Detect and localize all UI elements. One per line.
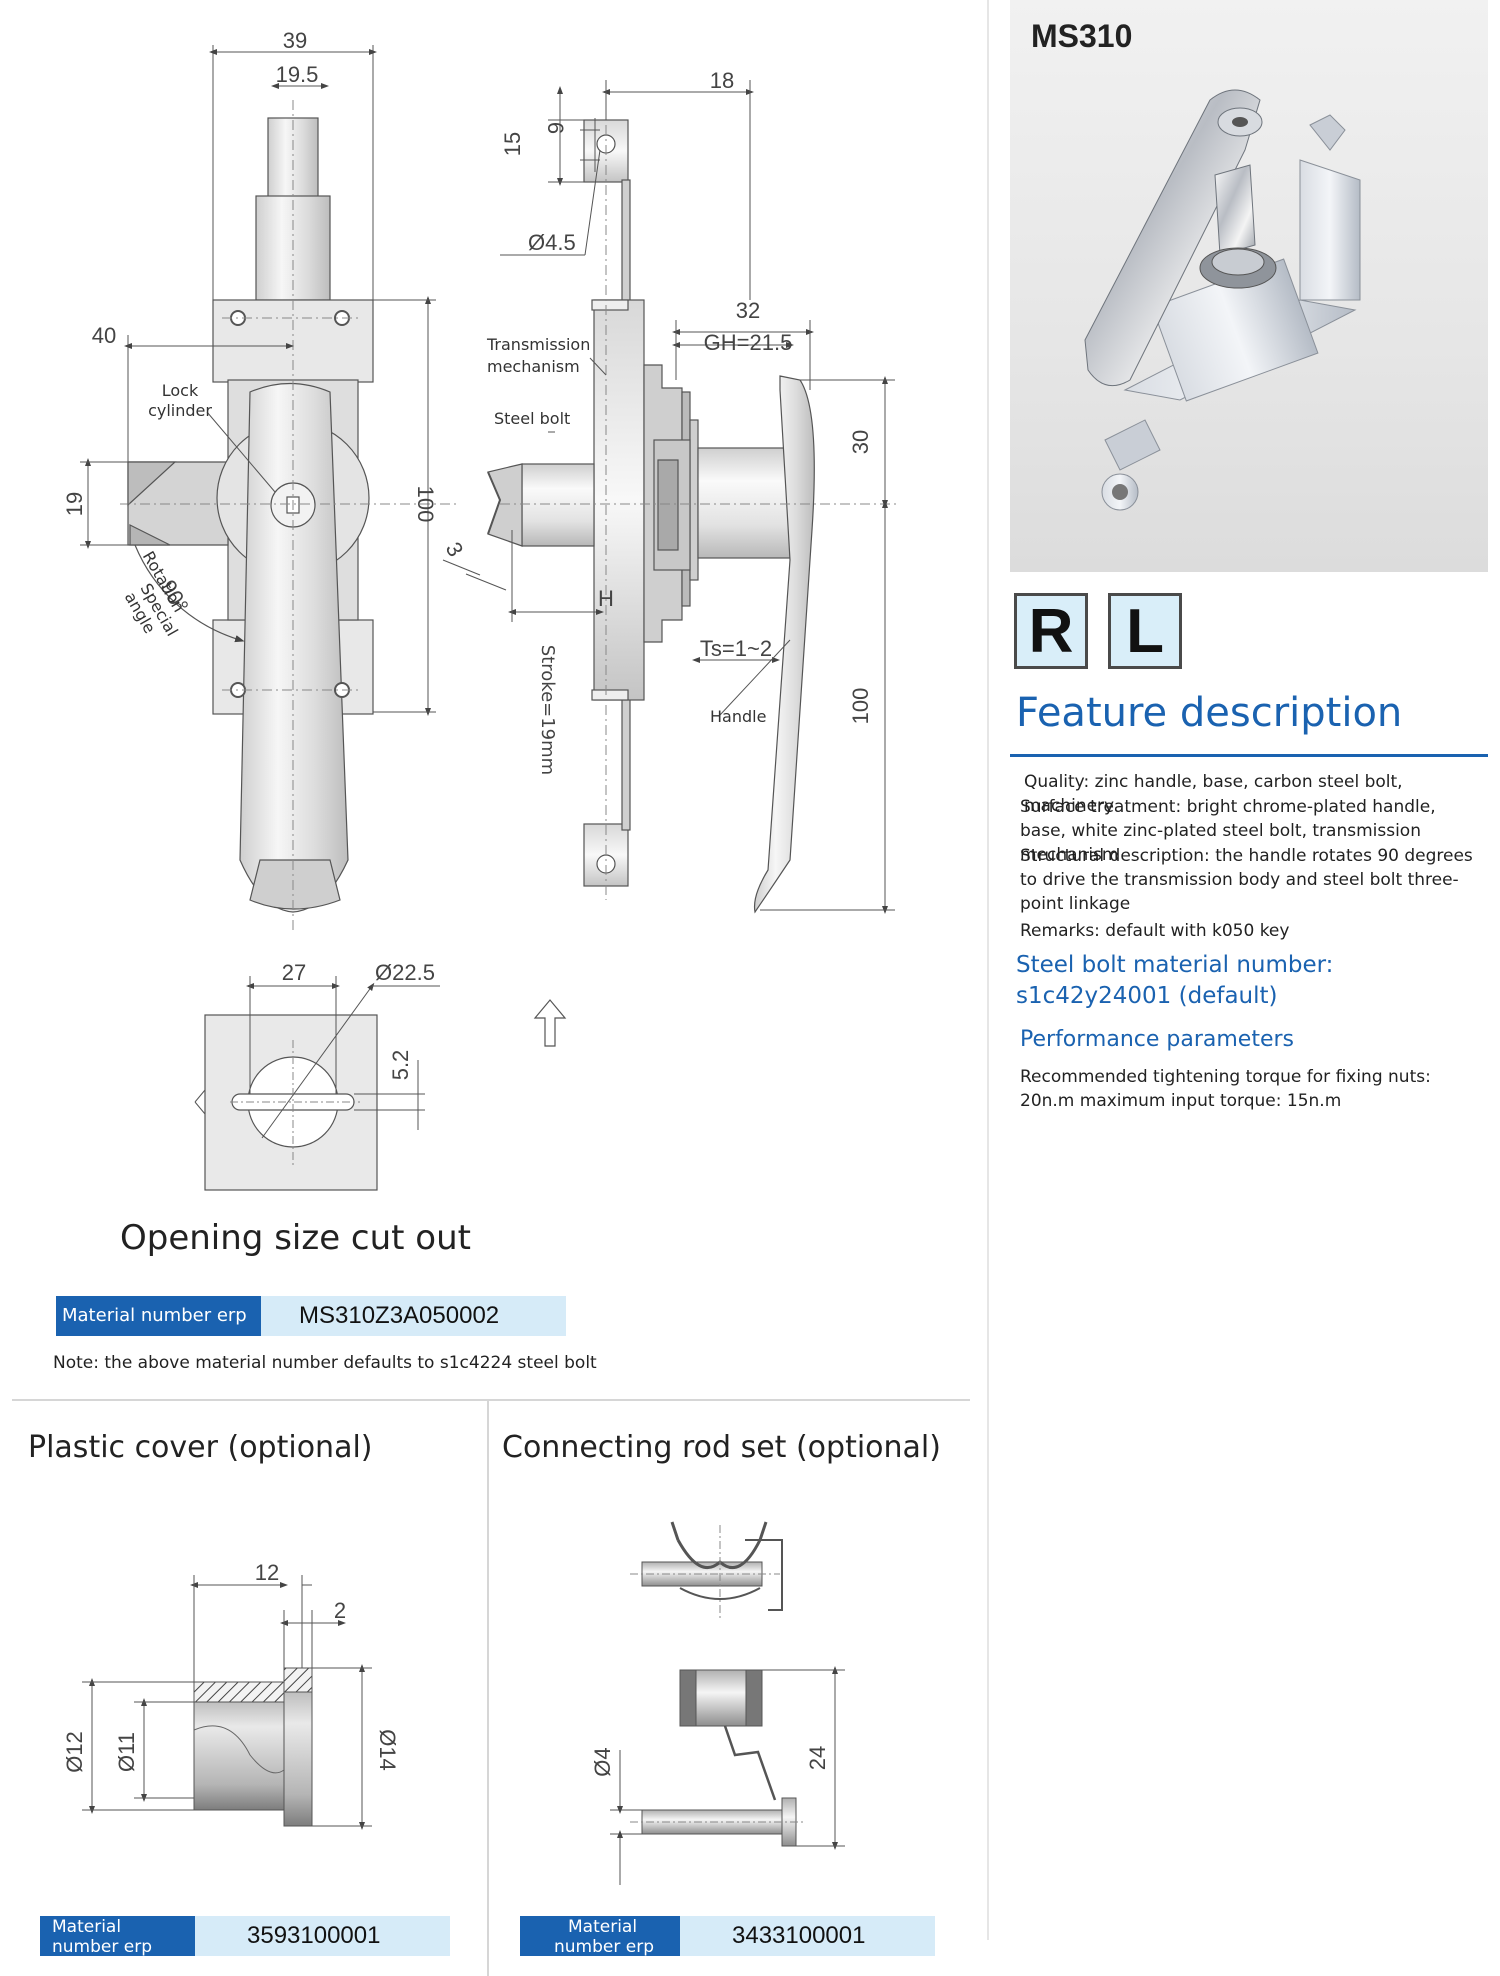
- plastic-erp-label-line2: number erp: [52, 1937, 152, 1957]
- label-mechanism: mechanism: [487, 357, 580, 376]
- dim-15: 15: [500, 132, 525, 156]
- dim-18: 18: [710, 68, 734, 93]
- main-technical-drawing: 39 19.5 40 19 100 Lock cylinder 90° Spec…: [62, 28, 900, 1191]
- performance-text: Recommended tightening torque for fixing…: [1020, 1067, 1431, 1111]
- dim-100-left: 100: [413, 486, 438, 523]
- product-photo: [1010, 0, 1488, 572]
- label-steel-bolt: Steel bolt: [494, 409, 570, 428]
- plastic-erp-label-line1: Material: [52, 1917, 122, 1937]
- plastic-erp-value: 3593100001: [195, 1916, 450, 1956]
- dim-32: 32: [736, 298, 760, 323]
- rod-erp-label: Material number erp: [520, 1916, 680, 1957]
- dim-h: H: [598, 586, 614, 611]
- dim-14: Ø14: [375, 1729, 400, 1771]
- plastic-cover-drawing: 12 2 Ø12 Ø11 Ø14: [62, 1560, 400, 1830]
- label-handle: Handle: [710, 707, 766, 726]
- feature-title: Feature description: [1016, 690, 1403, 736]
- dim-ts: Ts=1~2: [700, 636, 772, 661]
- dim-gh: GH=21.5: [704, 330, 793, 355]
- variant-r-badge: R: [1014, 593, 1088, 669]
- dim-12-top: 12: [255, 1560, 279, 1585]
- dim-2: 2: [334, 1598, 346, 1623]
- feature-surface: Surface treatment: bright chrome-plated …: [1020, 797, 1436, 865]
- rod-erp-value: 3433100001: [680, 1916, 935, 1956]
- dim-6: 6: [543, 122, 568, 134]
- product-code: MS310: [1031, 18, 1133, 54]
- variant-l-badge: L: [1108, 593, 1182, 669]
- dim-100-right: 100: [848, 688, 873, 725]
- dim-27: 27: [282, 960, 306, 985]
- plastic-cover-title: Plastic cover (optional): [28, 1430, 373, 1465]
- rod-erp-label-line2: number erp: [554, 1937, 654, 1957]
- opening-size-title: Opening size cut out: [120, 1218, 471, 1258]
- dim-12-left: Ø12: [62, 1731, 87, 1773]
- front-view: [127, 117, 374, 913]
- dim-stroke: Stroke=19mm: [537, 645, 558, 775]
- dim-30: 30: [848, 430, 873, 454]
- dim-39: 39: [283, 28, 307, 53]
- feature-quality: Quality: zinc handle, base, carbon steel…: [1024, 772, 1403, 816]
- rod-set-drawing: 24 Ø4: [590, 1521, 845, 1885]
- dim-4: Ø4: [590, 1747, 615, 1776]
- right-column-divider: [987, 0, 989, 1940]
- performance-title: Performance parameters: [1020, 1027, 1295, 1052]
- rod-set-title: Connecting rod set (optional): [502, 1430, 941, 1465]
- dim-3: 3: [441, 538, 469, 561]
- label-cylinder: cylinder: [148, 401, 212, 420]
- plastic-erp-label: Material number erp: [40, 1916, 195, 1957]
- feature-structure: Structural description: the handle rotat…: [1020, 846, 1473, 914]
- label-lock: Lock: [162, 381, 199, 400]
- column-divider: [487, 1400, 489, 1976]
- dim-11: Ø11: [114, 1732, 139, 1772]
- cutout-drawing: 27 Ø22.5 5.2: [194, 960, 440, 1191]
- dim-19: 19: [62, 492, 87, 516]
- main-erp-note: Note: the above material number defaults…: [53, 1353, 597, 1373]
- dim-40: 40: [92, 323, 116, 348]
- main-erp-label: Material number erp: [56, 1296, 261, 1336]
- label-transmission: Transmission: [486, 335, 590, 354]
- dim-19-5: 19.5: [276, 62, 319, 87]
- section-divider: [12, 1399, 970, 1401]
- dim-24: 24: [805, 1746, 830, 1770]
- feature-remarks: Remarks: default with k050 key: [1020, 921, 1290, 941]
- dim-hole-4-5: Ø4.5: [528, 230, 576, 255]
- dim-22-5: Ø22.5: [375, 960, 435, 985]
- steel-bolt-number: Steel bolt material number: s1c42y24001 …: [1016, 952, 1334, 1009]
- feature-rule: [1010, 754, 1488, 757]
- rod-erp-label-line1: Material: [568, 1917, 638, 1937]
- main-erp-value: MS310Z3A050002: [261, 1296, 566, 1336]
- dim-5-2: 5.2: [388, 1050, 413, 1081]
